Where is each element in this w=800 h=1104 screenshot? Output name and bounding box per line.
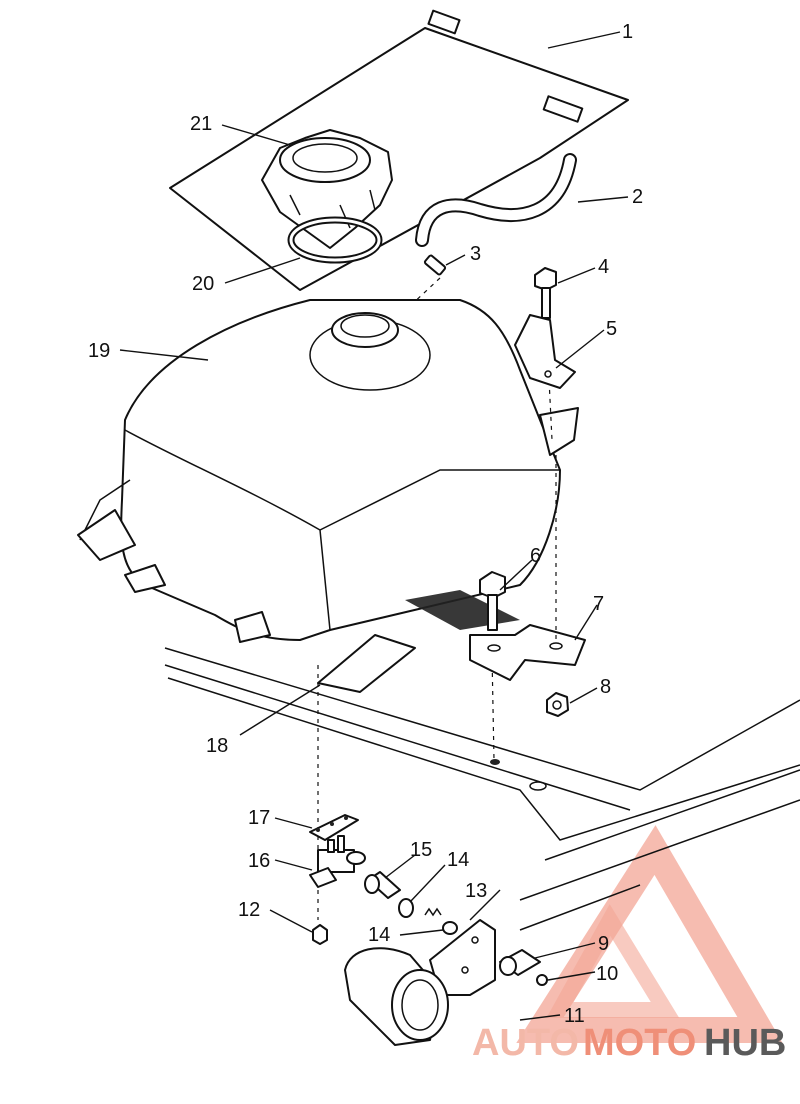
airbox-housing — [344, 947, 449, 1046]
chassis-frame — [164, 647, 800, 931]
part-9-knob — [499, 949, 541, 976]
watermark-moto: MOTO — [583, 1022, 696, 1064]
callout-10: 10 — [596, 963, 618, 985]
callout-16: 16 — [248, 850, 270, 872]
callout-4: 4 — [598, 256, 609, 278]
callout-labels: 1 2 3 4 5 6 7 8 9 10 11 12 13 14 14 15 1… — [88, 21, 643, 1027]
part-1-pad — [169, 9, 629, 291]
callout-11: 11 — [564, 1005, 585, 1027]
watermark-hub: HUB — [704, 1022, 786, 1064]
callout-9: 9 — [598, 933, 609, 955]
leader-lines — [119, 31, 629, 1021]
callout-18: 18 — [206, 735, 228, 757]
watermark-logo — [516, 825, 783, 1043]
callout-1: 1 — [622, 21, 633, 43]
part-16-fuel-valve — [309, 835, 366, 888]
part-17-plate — [309, 814, 359, 841]
callout-7: 7 — [593, 593, 604, 615]
watermark-text: AUTO MOTO HUB — [472, 1022, 786, 1064]
callout-6: 6 — [530, 545, 541, 567]
callout-20: 20 — [192, 273, 214, 295]
part-6-bolt — [479, 571, 506, 761]
callout-17: 17 — [248, 807, 270, 829]
part-2-vent-hose — [415, 153, 577, 247]
callout-5: 5 — [606, 318, 617, 340]
callout-8: 8 — [600, 676, 611, 698]
watermark-auto: AUTO — [472, 1022, 579, 1064]
part-12-screw — [312, 924, 328, 945]
part-5-bracket — [514, 314, 576, 389]
callout-13: 13 — [465, 880, 487, 902]
part-20-gasket — [287, 216, 383, 264]
part-7-bracket — [469, 455, 586, 681]
callout-21: 21 — [190, 113, 212, 135]
part-15-shaft — [364, 871, 401, 899]
callout-12: 12 — [238, 899, 260, 921]
callout-14b: 14 — [368, 924, 390, 946]
callout-15: 15 — [410, 839, 432, 861]
callout-3: 3 — [470, 243, 481, 265]
part-8-nut — [546, 692, 569, 717]
part-10-screw — [536, 974, 548, 986]
part-21-fuel-cap — [261, 129, 393, 249]
part-14-washer — [398, 898, 458, 935]
callout-14a: 14 — [447, 849, 469, 871]
part-18-pad — [317, 634, 416, 920]
callout-19: 19 — [88, 340, 110, 362]
part-19-fuel-tank — [77, 299, 579, 643]
callout-2: 2 — [632, 186, 643, 208]
